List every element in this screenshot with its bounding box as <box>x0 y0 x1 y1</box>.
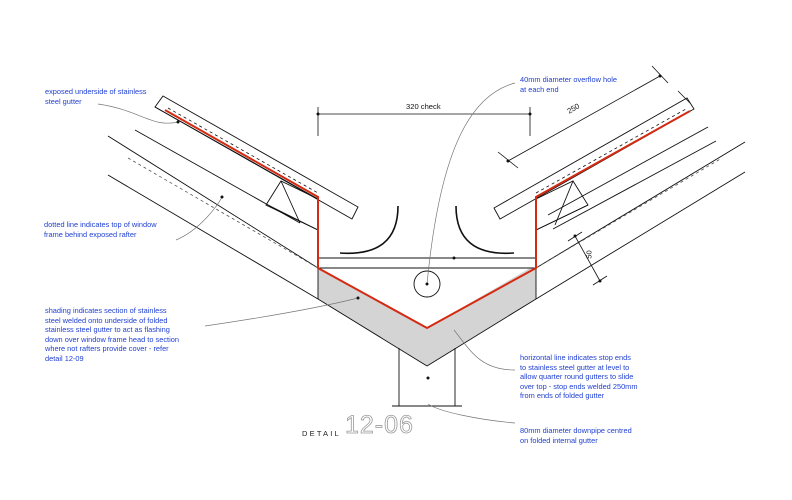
flashing-shading <box>318 268 536 366</box>
dimension-320-label: 320 check <box>406 102 441 111</box>
quarter-round-gutters <box>339 205 515 255</box>
leader-dots <box>176 120 456 380</box>
dimension-50-label: 50 <box>584 250 594 259</box>
note-horizontal-line: horizontal line indicates stop ends to s… <box>520 353 638 401</box>
note-overflow-hole: 40mm diameter overflow hole at each end <box>520 75 617 94</box>
leader-lines <box>97 82 516 424</box>
detail-number: 12-06 <box>345 411 414 440</box>
roof-outline <box>107 135 746 367</box>
right-rafter <box>493 97 717 230</box>
left-rafter <box>134 95 359 224</box>
note-shading: shading indicates section of stainless s… <box>45 306 179 363</box>
note-dotted-line: dotted line indicates top of window fram… <box>44 220 157 239</box>
note-downpipe: 80mm diameter downpipe centred on folded… <box>520 426 632 445</box>
gutter-underside-dashes <box>167 107 687 194</box>
downpipe <box>392 348 462 407</box>
folded-gutter <box>164 109 691 330</box>
detail-label: DETAIL <box>302 429 341 438</box>
right-stop-end <box>535 180 589 231</box>
dimension-320 <box>317 107 531 136</box>
note-exposed-underside: exposed underside of stainless steel gut… <box>45 87 147 106</box>
window-frame-dotted-lines <box>127 157 723 269</box>
